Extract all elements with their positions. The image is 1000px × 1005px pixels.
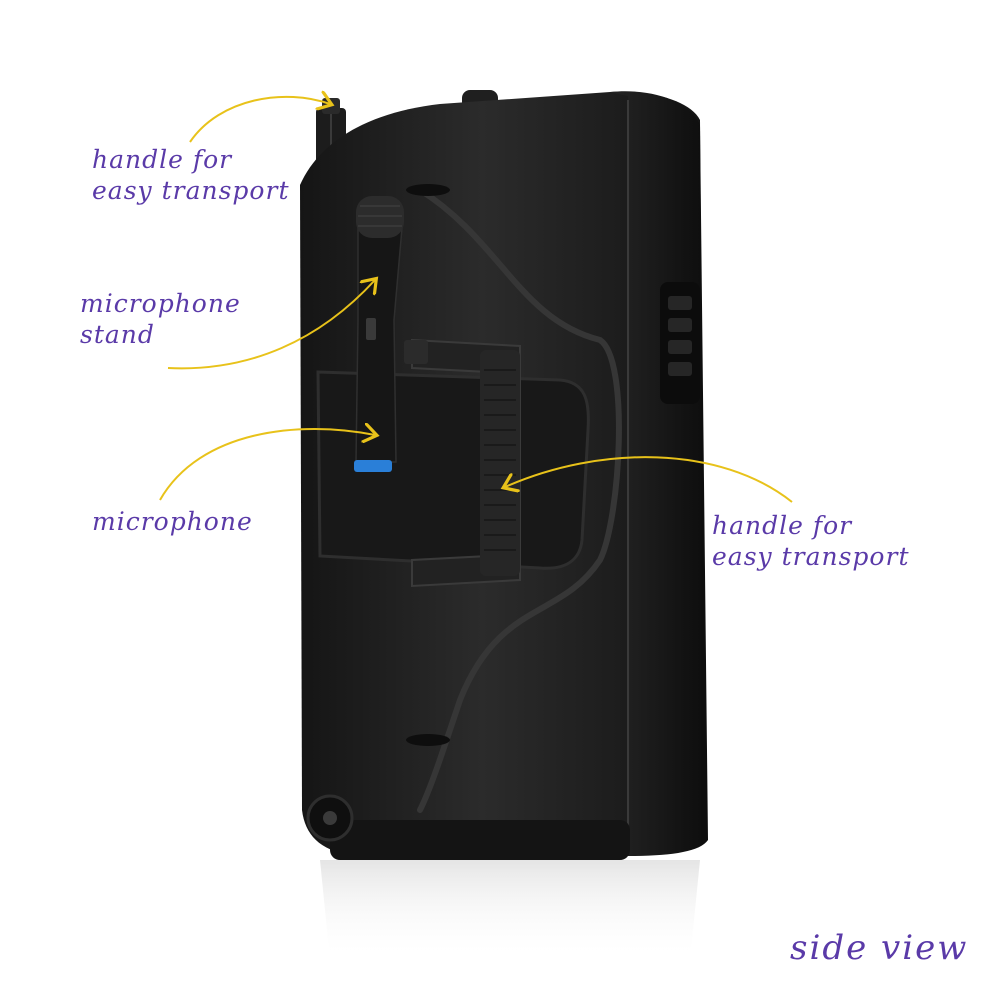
- side-vent: [660, 282, 700, 404]
- wheel: [306, 794, 354, 842]
- panel-contour: [417, 187, 622, 813]
- arrow-mic-stand: [167, 280, 375, 370]
- top-slot: [406, 184, 450, 196]
- arrow-microphone: [159, 429, 375, 501]
- arrow-side-handle: [505, 456, 793, 503]
- floor-reflection: [320, 860, 700, 960]
- side-handle: [411, 338, 521, 588]
- annotation-microphone: microphone: [92, 507, 253, 536]
- arrow-top-handle: [189, 97, 330, 143]
- annotation-mic-stand: microphone stand: [80, 289, 241, 349]
- annotation-side-handle: handle for easy transport: [712, 511, 910, 571]
- bottom-slot: [406, 734, 450, 746]
- mic-holder-clip: [404, 340, 428, 364]
- annotation-top-handle: handle for easy transport: [92, 145, 290, 205]
- speaker-base: [330, 820, 630, 860]
- caption-side-view: side view: [790, 928, 969, 968]
